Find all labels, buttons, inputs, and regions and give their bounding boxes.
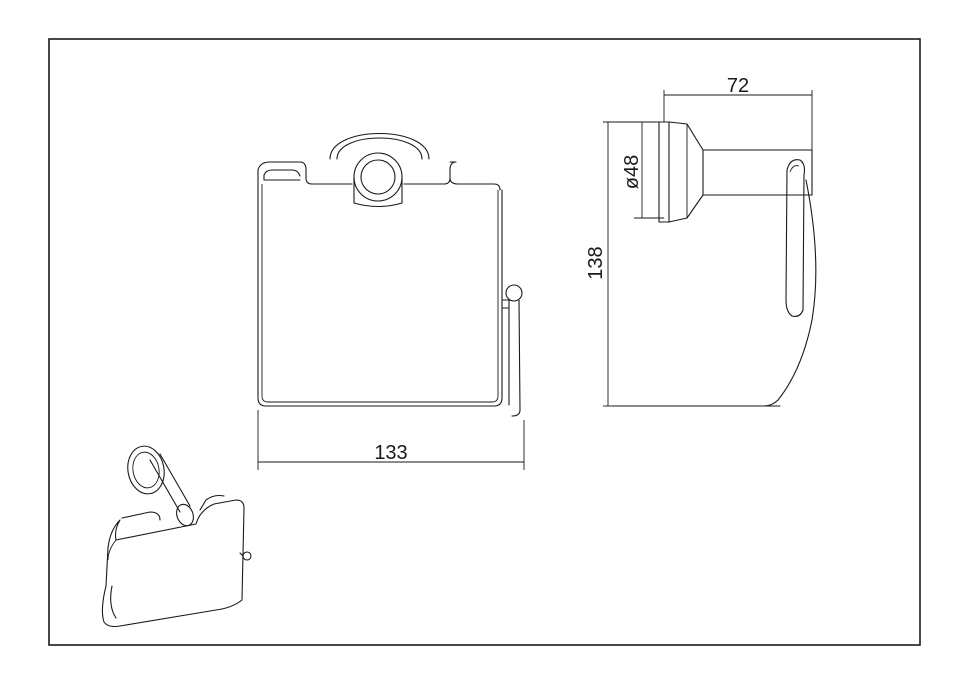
side-roll-pin bbox=[785, 159, 806, 317]
front-flange bbox=[329, 133, 430, 160]
side-view: 72 ø48 138 bbox=[585, 75, 817, 407]
height-dimension-label: 138 bbox=[585, 246, 607, 279]
front-cover bbox=[257, 179, 503, 407]
iso-flange bbox=[127, 445, 165, 495]
iso-knob bbox=[242, 551, 252, 561]
front-arm-cap-inner bbox=[360, 159, 396, 195]
side-cover-curve bbox=[763, 179, 817, 407]
depth-dimension-label: 72 bbox=[727, 75, 749, 97]
drawing-frame bbox=[48, 38, 921, 646]
front-knob bbox=[505, 284, 523, 302]
isometric-view bbox=[101, 445, 252, 628]
side-wall-plate bbox=[658, 121, 670, 223]
front-cover-top bbox=[257, 161, 353, 185]
diameter-dimension-label: ø48 bbox=[621, 155, 643, 189]
front-flange-inner bbox=[336, 137, 423, 160]
iso-cover bbox=[101, 499, 245, 628]
front-view: 133 bbox=[257, 133, 525, 470]
side-flange bbox=[668, 121, 704, 223]
width-dimension-label: 133 bbox=[374, 442, 407, 464]
